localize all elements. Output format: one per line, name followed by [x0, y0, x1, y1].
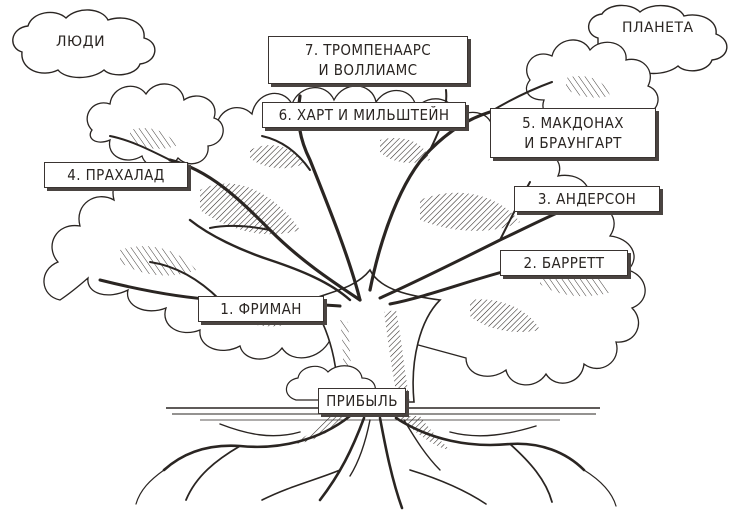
label-barrett: 2. БАРРЕТТ — [500, 250, 628, 276]
cloud-label-people: ЛЮДИ — [56, 34, 106, 50]
label-profit: ПРИБЫЛЬ — [318, 388, 406, 414]
cloud-label-planet: ПЛАНЕТА — [622, 20, 694, 36]
label-trompenaars-williams: 7. ТРОМПЕНААРС И ВОЛЛИАМС — [268, 36, 468, 84]
root-shading — [292, 416, 450, 450]
tree-canopy-left — [86, 83, 224, 169]
label-mcdonough-braungart: 5. МАКДОНАХ И БРАУНГАРТ — [490, 108, 656, 158]
label-hart-milstein: 6. ХАРТ И МИЛЬШТЕЙН — [262, 102, 466, 128]
label-freeman: 1. ФРИМАН — [198, 296, 324, 322]
tree-roots — [135, 414, 617, 510]
label-prahalad: 4. ПРАХАЛАД — [44, 162, 188, 188]
label-anderson: 3. АНДЕРСОН — [514, 186, 660, 212]
cloud-left — [12, 9, 156, 79]
